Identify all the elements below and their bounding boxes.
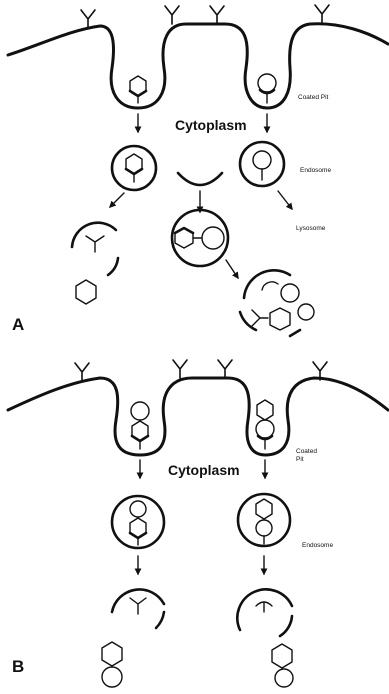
cytoplasm-label-b: Cytoplasm xyxy=(168,462,240,478)
recycling-vesicle-right-b xyxy=(237,589,292,636)
arrow-lysosome-to-fragments-a xyxy=(226,260,238,278)
arrow-endosome-to-recycle-a xyxy=(110,193,124,207)
pit-ligand-right-b xyxy=(256,400,274,449)
endosome-right-b xyxy=(238,494,290,546)
endosome-left-a xyxy=(112,146,156,190)
released-ligand-left-b xyxy=(102,642,122,687)
panel-a: Cytoplasm Coated Pit Endosome Lysosome xyxy=(8,5,388,336)
panel-letter-a: A xyxy=(12,315,24,334)
degraded-fragments-a xyxy=(240,270,314,336)
pit-ligand-left-a xyxy=(130,76,146,103)
cytoplasm-label-a: Cytoplasm xyxy=(175,117,247,133)
panel-letter-b: B xyxy=(12,657,24,676)
endosome-right-a xyxy=(240,142,284,186)
coated-pit-label-b-line2: Pit xyxy=(296,456,304,463)
lysosome-label-a: Lysosome xyxy=(296,225,326,232)
coated-pit-label-b-line1: Coated xyxy=(296,448,317,455)
incoming-vesicle-a xyxy=(178,173,222,185)
recycling-vesicle-left-b xyxy=(112,589,164,628)
plasma-membrane-b xyxy=(8,378,388,455)
endosome-left-b xyxy=(112,496,164,548)
panel-b: Cytoplasm Coated Pit Endosome xyxy=(8,360,388,687)
released-ligand-right-b xyxy=(272,644,293,687)
endosome-label-b: Endosome xyxy=(302,542,333,549)
arrow-endosome-to-lysosome-a xyxy=(278,191,292,209)
coated-pit-label-a: Coated Pit xyxy=(298,94,329,101)
released-ligand-a xyxy=(76,280,96,304)
endosome-label-a: Endosome xyxy=(300,167,331,174)
pit-ligand-left-b xyxy=(131,402,149,449)
pit-ligand-right-a xyxy=(258,74,276,103)
recycling-vesicle-a xyxy=(72,223,118,275)
plasma-membrane-a xyxy=(8,24,388,108)
lysosome-a xyxy=(172,210,228,266)
